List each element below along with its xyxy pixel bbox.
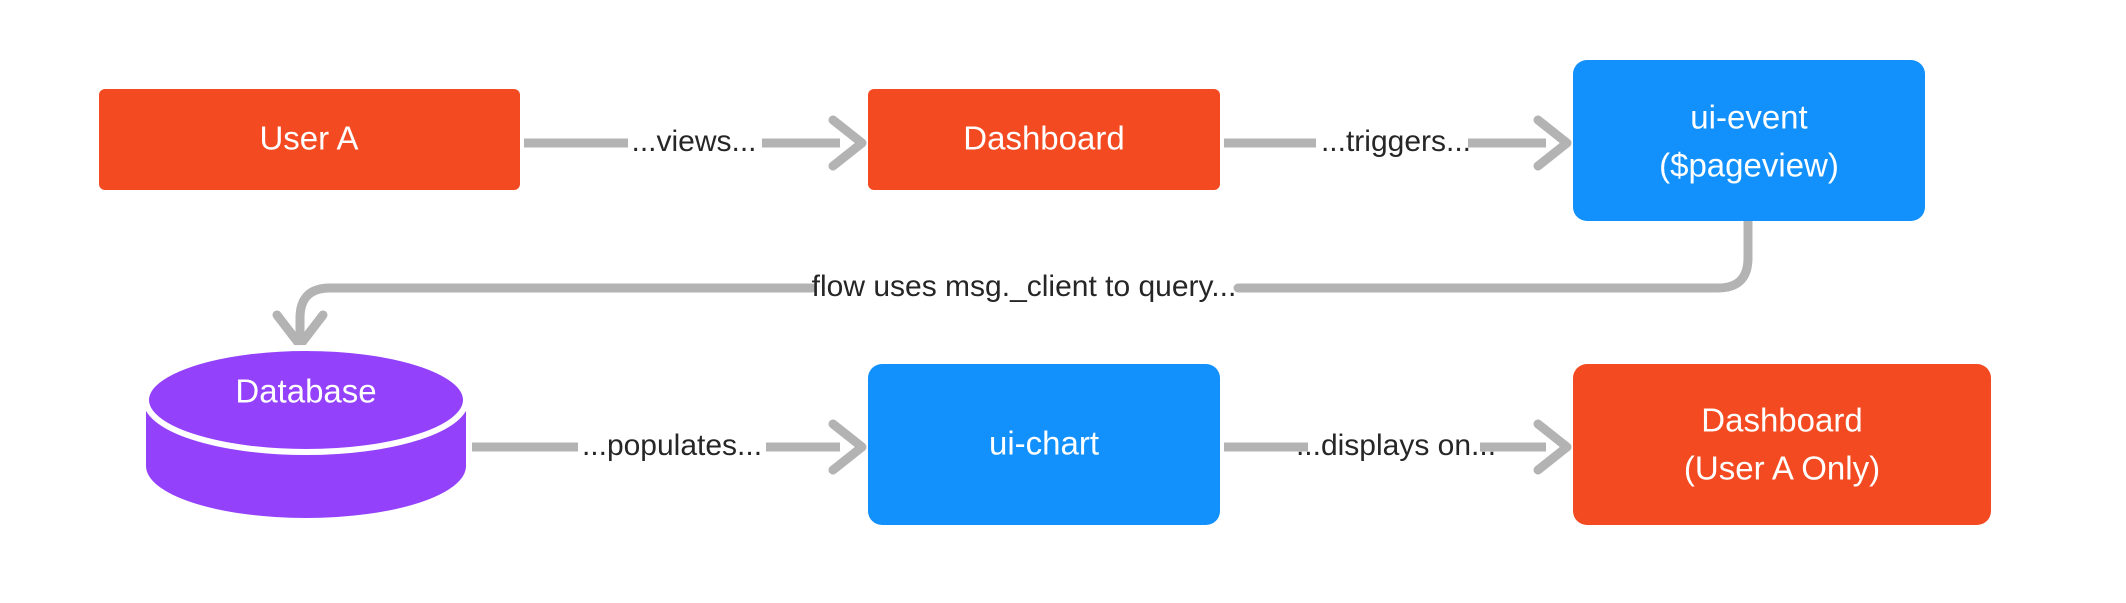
edge-path-left xyxy=(295,283,817,349)
node-dashboard-user-a[interactable]: Dashboard (User A Only) xyxy=(1573,364,1991,525)
node-ui-event-shape[interactable] xyxy=(1573,60,1925,221)
edge-database-populates-chart: ...populates... xyxy=(472,419,867,475)
node-ui-chart-shape[interactable] xyxy=(868,364,1220,525)
node-ui-event-label-line1: ui-event xyxy=(1690,99,1807,136)
arrowhead-icon xyxy=(1533,419,1572,475)
edge-label-triggers: ...triggers... xyxy=(1321,125,1471,158)
edge-label-populates: ...populates... xyxy=(582,429,762,462)
node-ui-chart[interactable]: ui-chart xyxy=(868,364,1220,525)
node-user-a[interactable]: User A xyxy=(99,89,520,190)
node-dashboard-top-shape[interactable] xyxy=(868,89,1220,190)
edge-user-views-dashboard: ...views... xyxy=(524,115,867,171)
node-dashboard-user-a-label-line1: Dashboard xyxy=(1701,402,1862,439)
node-database-label: Database xyxy=(235,373,376,410)
node-dashboard-top-label: Dashboard xyxy=(963,120,1124,157)
node-dashboard-top[interactable]: Dashboard xyxy=(868,89,1220,190)
arrowhead-icon xyxy=(272,310,328,350)
node-dashboard-user-a-label-line2: (User A Only) xyxy=(1684,450,1880,487)
edge-chart-displays-on-dashboard: ...displays on... xyxy=(1224,419,1572,475)
arrowhead-icon xyxy=(828,419,867,475)
node-database-top-ellipse[interactable] xyxy=(143,345,469,455)
node-ui-event-label-line2: ($pageview) xyxy=(1659,147,1839,184)
node-user-a-shape[interactable] xyxy=(99,89,520,190)
edge-label-displays-on: ...displays on... xyxy=(1296,429,1496,462)
edge-path-right xyxy=(1233,217,1753,293)
node-user-a-label: User A xyxy=(259,120,358,157)
node-ui-event[interactable]: ui-event ($pageview) xyxy=(1573,60,1925,221)
arrowhead-icon xyxy=(1533,115,1572,171)
edge-label-flow-query: flow uses msg._client to query... xyxy=(812,270,1237,303)
node-dashboard-user-a-shape[interactable] xyxy=(1573,364,1991,525)
node-ui-chart-label: ui-chart xyxy=(989,425,1099,462)
edge-label-views: ...views... xyxy=(631,125,756,158)
edge-event-queries-database: flow uses msg._client to query... xyxy=(272,217,1753,350)
arrowhead-icon xyxy=(828,115,867,171)
edge-dashboard-triggers-event: ...triggers... xyxy=(1224,115,1572,171)
node-database[interactable]: Database xyxy=(143,345,469,518)
